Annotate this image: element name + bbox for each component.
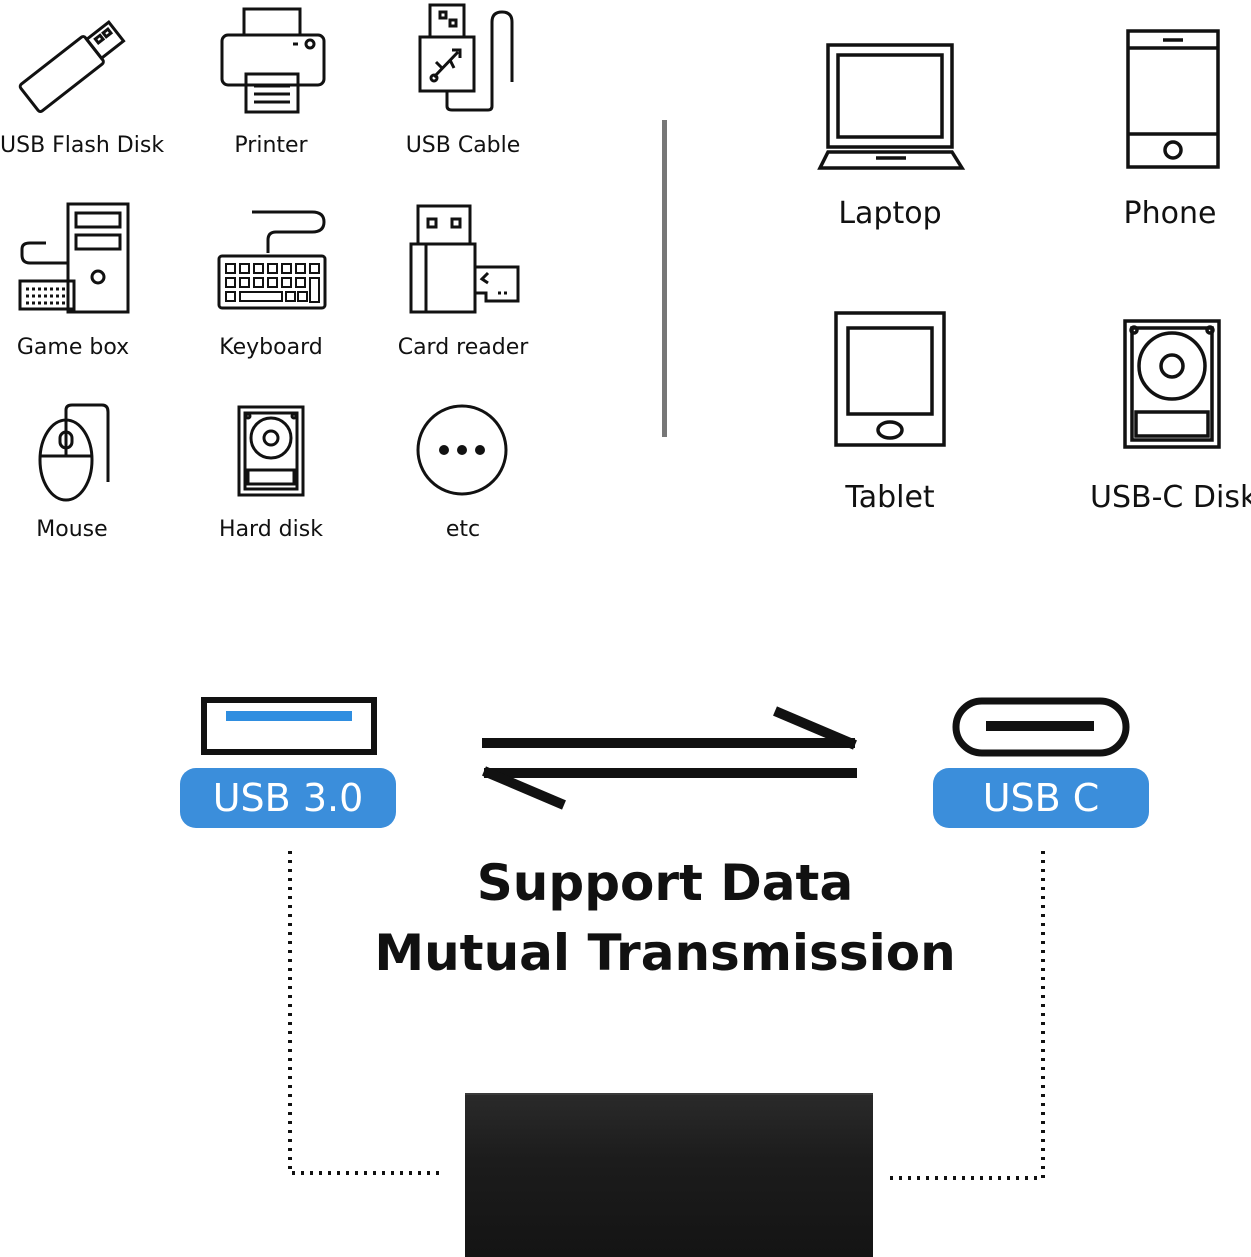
usb-3-badge: USB 3.0 bbox=[180, 768, 396, 828]
printer-icon bbox=[220, 7, 326, 114]
device-label-phone: Phone bbox=[1123, 196, 1217, 231]
divider bbox=[662, 120, 667, 437]
device-label-mouse: Mouse bbox=[36, 517, 108, 542]
device-label-hard-disk: Hard disk bbox=[219, 517, 323, 542]
left-dotted-connector bbox=[288, 851, 440, 1175]
device-label-tablet: Tablet bbox=[845, 480, 935, 515]
device-label-game-box: Game box bbox=[16, 335, 130, 360]
phone-icon bbox=[1126, 29, 1220, 169]
right-dotted-connector bbox=[888, 851, 1045, 1180]
more-icon bbox=[416, 404, 508, 496]
usb-c-disk-icon bbox=[1123, 319, 1221, 449]
usb-flash-disk-icon bbox=[18, 20, 126, 113]
device-label-usb-c-disk: USB-C Disk bbox=[1090, 480, 1251, 515]
usb-c-badge: USB C bbox=[933, 768, 1149, 828]
device-label-usb-flash-disk: USB Flash Disk bbox=[0, 133, 165, 158]
usb-cable-icon bbox=[418, 3, 514, 112]
keyboard-icon bbox=[217, 210, 327, 310]
tablet-icon bbox=[834, 311, 946, 447]
usb-c-port-icon bbox=[952, 697, 1130, 757]
usb-a-port-icon bbox=[201, 697, 377, 755]
laptop-icon bbox=[817, 43, 966, 170]
adapter-device bbox=[465, 1093, 873, 1257]
headline-line-1: Support Data bbox=[476, 854, 854, 912]
device-label-usb-cable: USB Cable bbox=[405, 133, 521, 158]
card-reader-icon bbox=[409, 204, 520, 314]
device-label-printer: Printer bbox=[234, 133, 308, 158]
bidirectional-arrow-icon bbox=[482, 706, 857, 810]
device-label-laptop: Laptop bbox=[838, 196, 942, 231]
device-label-card-reader: Card reader bbox=[397, 335, 529, 360]
hard-disk-icon bbox=[237, 405, 305, 497]
device-label-keyboard: Keyboard bbox=[219, 335, 323, 360]
device-label-etc: etc bbox=[445, 517, 481, 542]
headline-line-2: Mutual Transmission bbox=[374, 924, 956, 982]
mouse-icon bbox=[38, 403, 110, 502]
game-box-icon bbox=[18, 202, 130, 314]
